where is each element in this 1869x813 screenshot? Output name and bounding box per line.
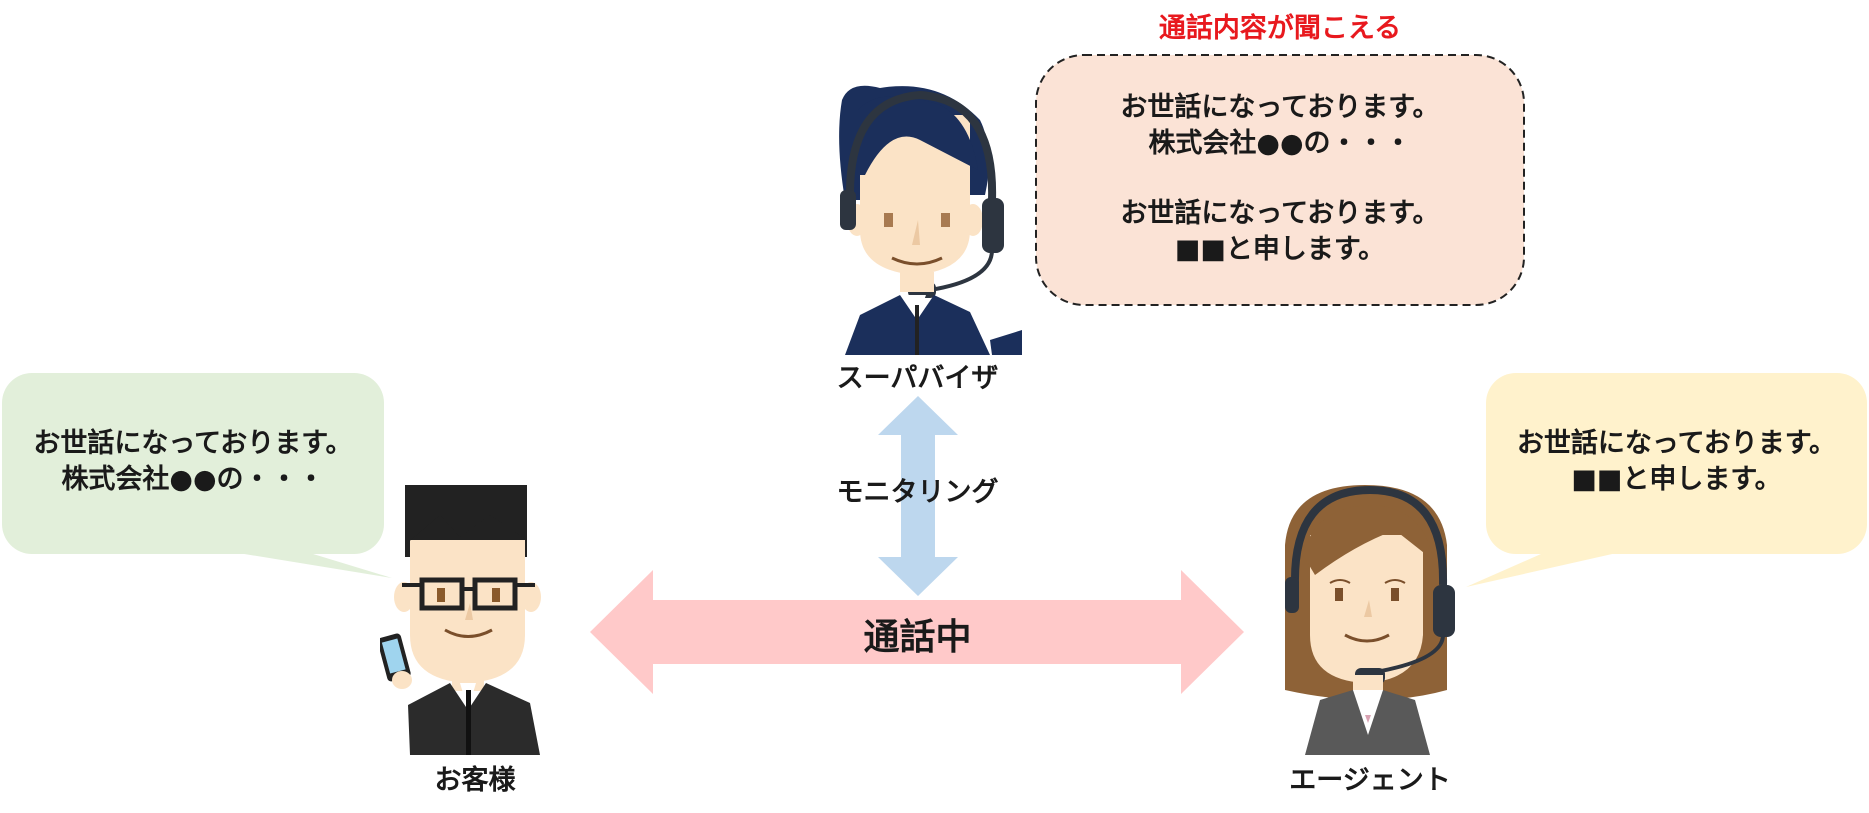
supervisor-avatar bbox=[839, 85, 1022, 355]
supervisor-bubble-text: お世話になっております。 株式会社●●の・・・ お世話になっております。 ■■と… bbox=[1036, 90, 1524, 268]
agent-bubble-line-1: お世話になっております。 bbox=[1516, 428, 1837, 459]
agent-label: エージェント bbox=[1289, 765, 1451, 796]
customer-bubble-line-1: お世話になっております。 bbox=[33, 428, 353, 459]
supervisor-speech-bubble bbox=[1035, 54, 1525, 306]
supervisor-bubble-line-1: お世話になっております。 bbox=[1120, 92, 1440, 123]
agent-bubble-line-2: ■■と申します。 bbox=[1571, 464, 1782, 495]
supervisor-bubble-line-4: お世話になっております。 bbox=[1120, 198, 1440, 229]
call-label: 通話中 bbox=[863, 617, 972, 658]
supervisor-bubble-line-5: ■■と申します。 bbox=[1174, 234, 1386, 265]
agent-speech-bubble bbox=[1466, 373, 1867, 587]
monitoring-label: モニタリング bbox=[836, 477, 999, 508]
call-arrow bbox=[590, 570, 1244, 694]
supervisor-bubble-line-2: 株式会社●●の・・・ bbox=[1148, 128, 1412, 159]
supervisor-bubble-line-3 bbox=[1036, 162, 1524, 196]
customer-label: お客様 bbox=[434, 765, 516, 796]
monitor-note: 通話内容が聞こえる bbox=[1158, 13, 1402, 44]
customer-speech-bubble bbox=[2, 373, 392, 578]
customer-bubble-text: お世話になっております。 株式会社●●の・・・ bbox=[2, 426, 384, 498]
customer-bubble-line-2: 株式会社●●の・・・ bbox=[61, 464, 325, 495]
supervisor-label: スーパバイザ bbox=[836, 363, 999, 394]
customer-avatar bbox=[380, 485, 541, 755]
monitoring-arrow bbox=[878, 396, 958, 596]
agent-avatar bbox=[1285, 485, 1455, 755]
agent-bubble-text: お世話になっております。 ■■と申します。 bbox=[1486, 426, 1867, 498]
